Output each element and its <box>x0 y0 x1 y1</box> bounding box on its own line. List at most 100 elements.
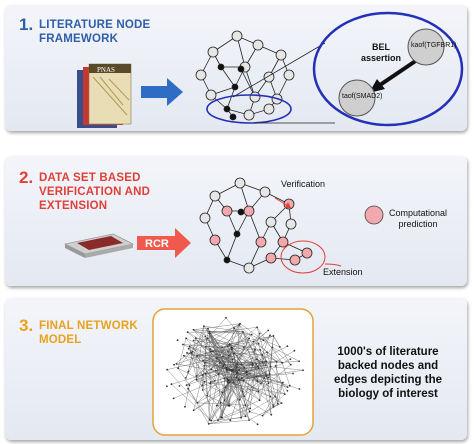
network-node <box>234 177 246 189</box>
hairball-node <box>233 352 235 355</box>
zoom-lines <box>232 42 335 124</box>
hairball-node <box>245 371 248 374</box>
hairball-node <box>226 378 229 380</box>
hairball-edge <box>241 359 257 365</box>
hairball-edge <box>195 337 228 382</box>
hairball-node <box>238 368 241 371</box>
hairball-edge <box>203 325 244 333</box>
hairball-node <box>192 339 195 342</box>
microarray-chip-icon <box>64 233 134 258</box>
hairball-node <box>222 355 224 357</box>
hairball-edge <box>186 370 232 386</box>
hairball-edge <box>259 349 277 362</box>
hairball-node <box>195 378 198 381</box>
hairball-node <box>231 358 234 361</box>
hairball-node <box>272 406 275 408</box>
step2-illustration: RCR <box>64 177 384 274</box>
hairball-node <box>186 352 188 354</box>
hairball-node <box>242 331 244 333</box>
hairball-edge <box>237 373 288 388</box>
hairball-node <box>269 395 272 398</box>
hairball-edge <box>236 377 282 404</box>
hairball-node <box>221 346 224 349</box>
hairball-edge <box>262 382 284 416</box>
hairball-node <box>292 372 294 375</box>
hairball-node <box>267 382 270 385</box>
journal-cover-title: PNAS <box>97 66 115 74</box>
step1-number: 1. <box>19 15 34 34</box>
hairball-edge <box>196 326 205 380</box>
hairball-edge <box>233 338 250 371</box>
hairball-node <box>232 369 235 371</box>
hairball-edge <box>211 417 242 421</box>
hairball-edge <box>182 344 223 348</box>
network-node <box>205 89 217 101</box>
hairball-node <box>266 351 268 353</box>
hairball-node <box>283 393 286 395</box>
hairball-edge <box>227 345 244 348</box>
hairball-node <box>272 335 275 337</box>
hairball-edge <box>273 335 291 365</box>
hairball-node <box>270 413 273 416</box>
hairball-edge <box>191 323 241 353</box>
hairball-node <box>201 374 204 376</box>
network-node <box>229 113 237 121</box>
hairball-node <box>190 351 193 354</box>
hairball-node <box>235 376 238 379</box>
hairball-node <box>248 337 251 340</box>
hairball-node <box>269 365 272 368</box>
hairball-edge <box>183 355 203 376</box>
hairball-node <box>177 367 180 370</box>
hairball-edge <box>212 331 244 352</box>
hairball-edge <box>226 369 230 406</box>
hairball-node <box>187 347 190 350</box>
hairball-node <box>207 423 210 425</box>
hairball-node <box>256 365 259 368</box>
hairball-node <box>244 404 247 407</box>
hairball-node <box>172 397 175 400</box>
hairball-node <box>228 405 231 407</box>
hairball-edge <box>237 364 276 397</box>
hairball-edge <box>233 382 250 421</box>
hairball-edge <box>256 376 282 404</box>
hairball-node <box>293 349 296 352</box>
hairball-edge <box>209 367 237 420</box>
hairball-edge <box>196 355 198 377</box>
network-node <box>209 190 221 202</box>
hairball-node <box>227 345 229 347</box>
rcr-arrow-icon <box>137 228 191 258</box>
hairball-node <box>280 402 283 404</box>
hairball-edge <box>210 348 257 365</box>
hairball-node <box>241 390 244 393</box>
hairball-edge <box>228 335 274 356</box>
hairball-edge <box>196 355 229 406</box>
hairball-node <box>258 332 261 335</box>
hairball-edge <box>193 375 203 411</box>
hairball-node <box>237 378 240 381</box>
hairball-edge <box>217 408 251 421</box>
hairball-node <box>232 381 235 384</box>
hairball-edge <box>258 343 267 376</box>
hairball-node <box>183 354 185 357</box>
hairball-edge <box>185 355 198 378</box>
hairball-edge <box>270 366 304 371</box>
network-node <box>252 39 264 51</box>
hairball-node <box>176 339 179 342</box>
hairball-edge <box>224 364 266 366</box>
hairball-node <box>182 343 184 346</box>
hairball-node <box>225 366 228 369</box>
hairball-node <box>173 363 176 366</box>
network-node <box>233 230 241 238</box>
hairball-node <box>256 380 259 382</box>
hairball-edge <box>186 385 209 424</box>
hairball-node <box>255 375 258 378</box>
extension-label: Extension <box>323 267 363 277</box>
selection-ellipse <box>206 94 292 124</box>
step1-title: LITERATURE NODE FRAMEWORK <box>39 19 151 45</box>
final-network-hairball <box>166 316 304 426</box>
step2-number: 2. <box>19 168 34 187</box>
hairball-edge <box>256 327 270 375</box>
hairball-node <box>298 360 300 363</box>
hairball-node <box>201 389 204 391</box>
hairball-node <box>286 345 289 348</box>
